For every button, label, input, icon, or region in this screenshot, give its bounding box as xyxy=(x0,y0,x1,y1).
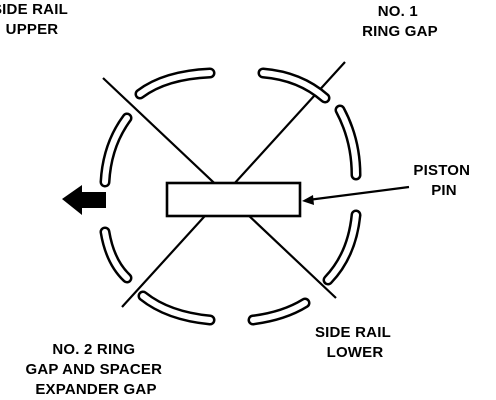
label-side-rail-lower: SIDE RAIL LOWER xyxy=(315,324,395,361)
piston-pin-rect xyxy=(165,181,302,218)
ring-segment-top-right xyxy=(257,67,331,104)
label-piston-pin: PISTON PIN xyxy=(413,162,474,199)
ring-segment-right-lower xyxy=(322,209,362,286)
ring-segment-left-upper xyxy=(99,112,133,188)
arrow-left-icon xyxy=(62,185,106,215)
ring-segment-bottom-left xyxy=(137,290,216,326)
piston-pin-leader xyxy=(302,185,410,205)
ring-segments xyxy=(99,67,362,326)
label-side-rail-upper: SIDE RAIL UPPER xyxy=(0,1,72,38)
ring-segment-right-upper xyxy=(334,104,362,181)
ring-segment-top-left xyxy=(134,67,216,100)
ring-segment-bottom-right xyxy=(247,297,311,326)
label-no1-ring-gap: NO. 1 RING GAP xyxy=(362,3,438,40)
label-no2-ring-gap: NO. 2 RING GAP AND SPACER EXPANDER GAP xyxy=(25,341,166,398)
ring-segment-left-lower xyxy=(99,226,133,284)
